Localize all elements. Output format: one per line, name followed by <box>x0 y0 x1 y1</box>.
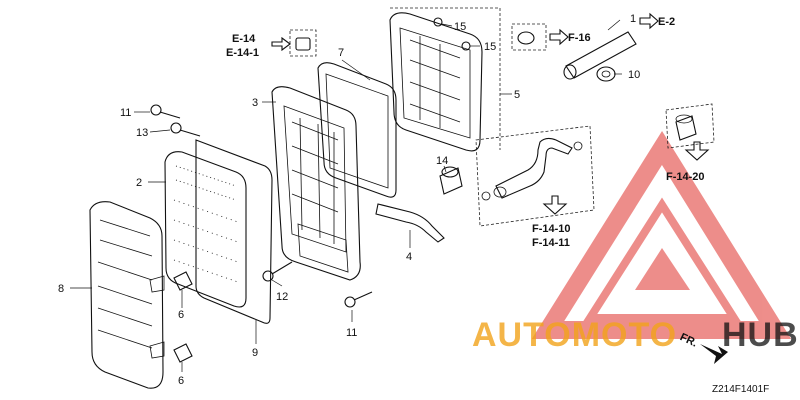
e14-arrow-icon <box>271 36 291 52</box>
part-label-15-a: 15 <box>454 21 466 33</box>
ref-label-f14-10: F-14-10 <box>532 223 571 235</box>
ref-label-f16: F-16 <box>568 32 591 44</box>
f16-group-box <box>511 23 547 51</box>
foam-element <box>164 151 247 308</box>
bolt-11-lower <box>344 291 373 308</box>
ref-label-f14-20: F-14-20 <box>666 171 705 183</box>
ref-label-e14: E-14 <box>232 33 256 45</box>
breather-hose <box>481 137 583 201</box>
outer-cover <box>89 201 165 389</box>
housing-group-line <box>390 7 501 150</box>
watermark-logo <box>531 130 792 339</box>
leader-lines <box>70 19 622 372</box>
diagram-code: Z214F1401F <box>712 384 769 395</box>
part-label-12: 12 <box>276 291 288 303</box>
watermark-text-automoto: AUTOMOTO <box>472 316 677 354</box>
gasket-ring <box>317 62 397 198</box>
breather-tube <box>439 166 463 195</box>
element-case <box>271 86 361 281</box>
ref-label-e2: E-2 <box>658 16 675 28</box>
f16-arrow-icon <box>549 28 569 46</box>
part-label-11-upper: 11 <box>120 107 131 119</box>
part-label-11-lower: 11 <box>346 327 357 339</box>
part-label-8: 8 <box>58 283 64 295</box>
part-label-14: 14 <box>436 155 448 167</box>
part-label-1: 1 <box>630 13 636 25</box>
part-label-3: 3 <box>252 97 258 109</box>
clip-6-lower <box>173 343 193 363</box>
intake-pipe <box>563 31 637 80</box>
gasket <box>195 139 273 324</box>
f14-20-arrow-icon <box>684 141 710 161</box>
part-label-4: 4 <box>406 251 412 263</box>
part-label-2: 2 <box>136 177 142 189</box>
small-tube <box>675 114 697 141</box>
grommet-e14 <box>295 37 311 51</box>
ref-label-f14-11: F-14-11 <box>532 237 570 249</box>
grommet <box>596 66 616 82</box>
e14-group-box <box>289 29 317 57</box>
clip-6-upper <box>173 271 193 291</box>
part-label-6-upper: 6 <box>178 309 184 321</box>
nut-15-a <box>433 17 443 27</box>
e2-arrow-icon <box>639 12 659 30</box>
part-label-13: 13 <box>136 127 148 139</box>
f14-20-group-box <box>665 103 715 149</box>
part-label-9: 9 <box>252 347 258 359</box>
grommet-f16 <box>517 31 535 45</box>
watermark-text-hub: HUB <box>722 316 799 354</box>
ref-label-e14-1: E-14-1 <box>226 47 259 59</box>
part-label-7: 7 <box>338 47 344 59</box>
bolt-13 <box>170 122 201 137</box>
bolt-11-upper <box>150 104 181 119</box>
air-cleaner-housing <box>389 12 483 152</box>
part-label-5: 5 <box>514 89 520 101</box>
part-label-15-b: 15 <box>484 41 496 53</box>
f14-10-group-box <box>475 125 595 227</box>
front-arrow-icon <box>700 344 728 364</box>
part-label-6-lower: 6 <box>178 375 184 387</box>
bracket <box>375 203 445 243</box>
part-label-10: 10 <box>628 69 640 81</box>
bolt-12 <box>262 261 293 282</box>
f14-10-arrow-icon <box>542 195 568 215</box>
